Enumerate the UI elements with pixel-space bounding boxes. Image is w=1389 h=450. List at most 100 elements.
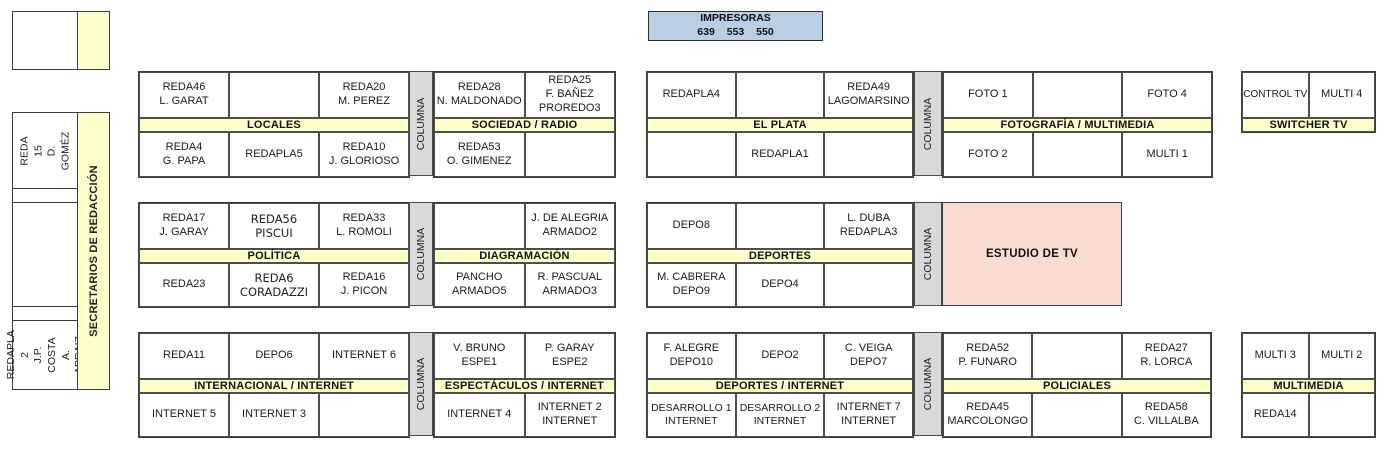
- desk-cell: REDA17 J. GARAY: [139, 203, 229, 249]
- desk-cell: M. CABRERA DEPO9: [647, 263, 736, 307]
- block-internacional-internet: REDA11 DEPO6 INTERNET 6 INTERNACIONAL / …: [138, 332, 410, 438]
- desk-cell: REDAPLA1: [735, 132, 825, 177]
- corner-box-yellow-strip: [77, 12, 109, 69]
- block-deportes: DEPO8 L. DUBA REDAPLA3 DEPORTES M. CABRE…: [646, 202, 914, 308]
- columna-pillar: COLUMNA: [409, 332, 433, 436]
- desk-label: REDAPLA 2 J.P. COSTA A. APRAIZ: [5, 329, 85, 379]
- desk-cell: REDAPLA5: [229, 132, 319, 177]
- desk-cell: L. DUBA REDAPLA3: [824, 203, 913, 249]
- columna-label: COLUMNA: [415, 97, 427, 150]
- desk-cell-empty: [735, 203, 825, 249]
- block-diagramacion: J. DE ALEGRIA ARMADO2 DIAGRAMACIÓN PANCH…: [433, 202, 616, 308]
- desk-cell: PANCHO ARMADO5: [434, 263, 525, 307]
- section-header: FOTOGRAFÍA / MULTIMEDIA: [943, 118, 1212, 132]
- desk-cell-empty: [1032, 333, 1122, 379]
- desk-cell: REDA45 MARCOLONGO: [943, 393, 1033, 437]
- desk-cell: REDAPLA4: [647, 72, 736, 118]
- desk-cell: INTERNET 4: [434, 393, 525, 437]
- block-locales: REDA46 L. GARAT REDA20 M. PEREZ LOCALES …: [138, 71, 410, 178]
- desk-cell: REDAPLA 2 J.P. COSTA A. APRAIZ: [5, 321, 85, 388]
- columna-pillar: COLUMNA: [409, 202, 433, 306]
- secretaries-label: SECRETARIOS DE REDACCIÓN: [87, 165, 100, 337]
- desk-cell: REDA58 C. VILLALBA: [1121, 393, 1211, 437]
- desk-cell-empty: [524, 132, 615, 177]
- desk-cell: DEPO2: [735, 333, 825, 379]
- desk-cell: REDA4 G. PAPA: [139, 132, 229, 177]
- desk-cell: MULTI 3: [1242, 333, 1309, 379]
- desk-cell: INTERNET 3: [229, 393, 319, 437]
- desk-cell: REDA25 F. BAÑEZ PROREDO3: [524, 72, 615, 118]
- columna-label: COLUMNA: [922, 227, 934, 281]
- desk-cell-empty: [319, 393, 409, 437]
- desk-cell-empty: [824, 263, 913, 307]
- desk-cell-empty: [434, 203, 525, 249]
- desk-cell-empty: [1032, 393, 1122, 437]
- tv-studio-label: ESTUDIO DE TV: [985, 248, 1079, 260]
- desk-cell: MULTI 2: [1308, 333, 1375, 379]
- section-header: DEPORTES: [647, 249, 913, 263]
- columna-label: COLUMNA: [415, 227, 427, 281]
- section-header: SOCIEDAD / RADIO: [434, 118, 615, 132]
- desk-cell: REDA46 L. GARAT: [139, 72, 229, 118]
- desk-cell: REDA56 PISCUI: [229, 203, 319, 249]
- section-header: DEPORTES / INTERNET: [647, 379, 913, 393]
- section-header: SWITCHER TV: [1242, 118, 1375, 132]
- printers-box: IMPRESORAS 639 553 550: [648, 11, 823, 41]
- desk-cell: INTERNET 7 INTERNET: [824, 393, 913, 437]
- columna-pillar: COLUMNA: [914, 71, 942, 176]
- columna-label: COLUMNA: [922, 97, 934, 150]
- secretaries-column: REDA 15 D. GOMÉZ REDAPLA 2 J.P. COSTA A.…: [5, 112, 110, 390]
- desk-cell: REDA23: [139, 263, 229, 307]
- printers-numbers: 639 553 550: [697, 26, 774, 38]
- desk-cell: FOTO 4: [1122, 72, 1212, 118]
- desk-cell: MULTI 1: [1122, 132, 1212, 177]
- block-fotografia-multimedia: FOTO 1 FOTO 4 FOTOGRAFÍA / MULTIMEDIA FO…: [942, 71, 1213, 178]
- block-politica: REDA17 J. GARAY REDA56 PISCUI REDA33 L. …: [138, 202, 410, 308]
- desk-cell: FOTO 2: [943, 132, 1033, 177]
- desk-cell: F. ALEGRE DEPO10: [647, 333, 736, 379]
- desk-cell: CONTROL TV: [1242, 72, 1309, 118]
- desk-cell: P. GARAY ESPE2: [524, 333, 615, 379]
- corner-box: [12, 11, 110, 70]
- columna-pillar: COLUMNA: [914, 332, 942, 436]
- section-header: POLICIALES: [943, 379, 1211, 393]
- desk-cell: INTERNET 6: [319, 333, 409, 379]
- section-header: POLÍTICA: [139, 249, 409, 263]
- desk-cell: REDA14: [1242, 393, 1309, 437]
- desk-cell: REDA33 L. ROMOLI: [319, 203, 409, 249]
- desk-cell: J. DE ALEGRIA ARMADO2: [524, 203, 615, 249]
- desk-cell: DESARROLLO 1 INTERNET: [647, 393, 736, 437]
- section-header: LOCALES: [139, 118, 409, 132]
- columna-pillar: COLUMNA: [409, 71, 433, 176]
- desk-cell: REDA53 O. GIMENEZ: [434, 132, 525, 177]
- section-header: DIAGRAMACIÓN: [434, 249, 615, 263]
- desk-cell-empty: [1032, 132, 1123, 177]
- desk-cell: C. VEIGA DEPO7: [824, 333, 913, 379]
- desk-cell: DEPO4: [735, 263, 825, 307]
- block-espectaculos-internet: V. BRUNO ESPE1 P. GARAY ESPE2 ESPECTÁCUL…: [433, 332, 616, 438]
- desk-cell: REDA52 P. FUNARO: [943, 333, 1033, 379]
- desk-cell: FOTO 1: [943, 72, 1033, 118]
- desk-cell: REDA27 R. LORCA: [1121, 333, 1211, 379]
- desk-cell: R. PASCUAL ARMADO3: [524, 263, 615, 307]
- desk-cell-empty: [824, 132, 913, 177]
- desk-cell: MULTI 4: [1308, 72, 1375, 118]
- desk-cell-empty: [1032, 72, 1123, 118]
- desk-label: REDA 15 D. GOMÉZ: [18, 131, 72, 170]
- columna-label: COLUMNA: [922, 357, 934, 411]
- secretaries-strip: SECRETARIOS DE REDACCIÓN: [77, 113, 109, 389]
- desk-cell: REDA11: [139, 333, 229, 379]
- tv-studio: ESTUDIO DE TV: [942, 202, 1122, 306]
- desk-cell-empty: [13, 307, 79, 321]
- desk-cell: DEPO6: [229, 333, 319, 379]
- block-el-plata: REDAPLA4 REDA49 LAGOMARSINO EL PLATA RED…: [646, 71, 914, 178]
- section-header: EL PLATA: [647, 118, 913, 132]
- desk-cell-empty: [229, 72, 319, 118]
- block-multimedia: MULTI 3 MULTI 2 MULTIMEDIA REDA14: [1241, 332, 1376, 438]
- desk-cell-empty: [647, 132, 736, 177]
- desk-cell: V. BRUNO ESPE1: [434, 333, 525, 379]
- block-sociedad-radio: REDA28 N. MALDONADO REDA25 F. BAÑEZ PROR…: [433, 71, 616, 178]
- desk-cell: REDA 15 D. GOMÉZ: [13, 113, 79, 189]
- desk-cell: REDA28 N. MALDONADO: [434, 72, 525, 118]
